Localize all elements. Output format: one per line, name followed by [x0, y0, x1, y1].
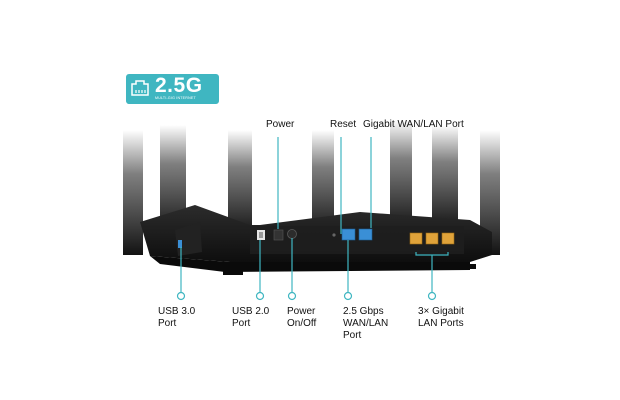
label-power-switch: Power On/Off	[287, 306, 317, 329]
badge-caption: MULTI-GIG INTERNET	[155, 96, 196, 100]
usb-3-port	[178, 240, 182, 248]
badge-speed: 2.5G	[155, 74, 203, 97]
wan-lan-port-gigabit	[358, 228, 373, 241]
label-usb3-port: USB 3.0 Port	[158, 306, 196, 329]
label-reset: Reset	[330, 119, 357, 130]
callout-dots	[176, 291, 437, 301]
antenna	[432, 125, 458, 230]
power-jack	[273, 229, 284, 241]
ports	[178, 228, 455, 248]
multi-gig-badge: 2.5G MULTI-GIG INTERNET	[126, 74, 219, 104]
antenna	[312, 130, 334, 235]
antenna	[480, 130, 500, 255]
lan-port	[409, 232, 423, 245]
callout-lines	[180, 137, 449, 292]
label-gigabit-wan-lan-port: Gigabit WAN/LAN Port	[363, 119, 464, 130]
label-usb2-port: USB 2.0 Port	[232, 306, 270, 329]
antenna	[390, 120, 412, 230]
power-switch	[287, 229, 297, 239]
ethernet-port-icon	[131, 80, 149, 96]
reset-button	[332, 233, 336, 237]
antenna	[228, 130, 252, 235]
label-25g-wan-lan-port: 2.5 Gbps WAN/LAN Port	[343, 306, 389, 341]
usb-2-port-inner	[259, 232, 263, 238]
label-gigabit-lan-ports: 3× Gigabit LAN Ports	[418, 306, 464, 329]
lan-port	[441, 232, 455, 245]
router-body	[140, 205, 492, 275]
lan-port	[425, 232, 439, 245]
antenna	[123, 130, 143, 255]
label-power: Power	[266, 119, 295, 130]
wan-port-25g	[341, 228, 356, 241]
